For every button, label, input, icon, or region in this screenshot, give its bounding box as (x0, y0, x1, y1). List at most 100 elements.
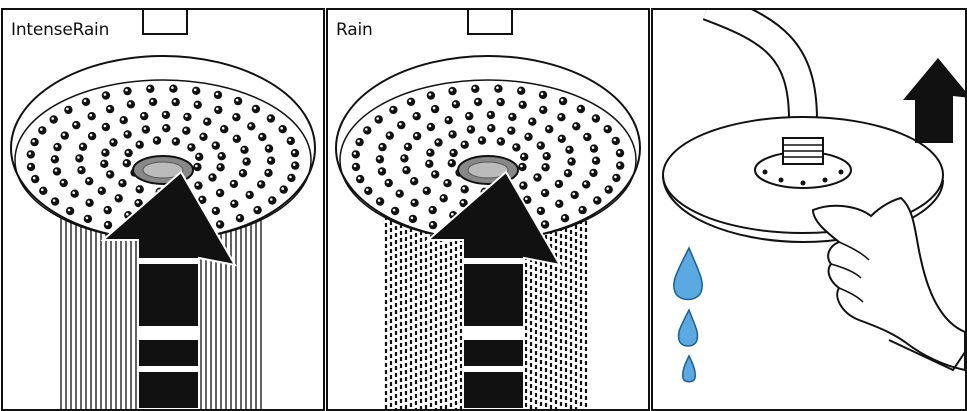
nozzle (487, 111, 495, 119)
nozzle (252, 105, 260, 113)
nozzle (193, 163, 201, 171)
nozzle (539, 106, 547, 114)
nozzle (51, 197, 59, 205)
nozzle (461, 141, 469, 149)
nozzle (172, 98, 180, 106)
nozzle (425, 160, 433, 168)
nozzle (212, 141, 220, 149)
water-drop-icon (683, 356, 696, 382)
nozzle (85, 199, 93, 207)
nozzle (413, 112, 421, 120)
nozzle (64, 106, 72, 114)
nozzle (66, 207, 74, 215)
nozzle (474, 98, 482, 106)
panel-label-rain: Rain (334, 20, 375, 40)
nozzle (98, 187, 106, 195)
nozzle (203, 118, 211, 126)
nozzle (104, 206, 112, 214)
nozzle (101, 149, 109, 157)
nozzle (572, 122, 580, 130)
nozzle (257, 180, 265, 188)
nozzle (533, 173, 541, 181)
nozzle (400, 154, 408, 162)
nozzle (258, 133, 266, 141)
nozzle (142, 125, 150, 133)
nozzle (230, 200, 238, 208)
nozzle (253, 206, 261, 214)
remove-head-illustration (653, 10, 965, 409)
nozzle (199, 133, 207, 141)
nozzle (559, 97, 567, 105)
nozzle (364, 187, 372, 195)
nozzle (539, 91, 547, 99)
nozzle (240, 146, 248, 154)
nozzle (268, 196, 276, 204)
nozzle (50, 115, 58, 123)
nozzle (524, 133, 532, 141)
nozzle (616, 149, 624, 157)
nozzle (127, 100, 135, 108)
nozzle (363, 126, 371, 134)
nozzle (497, 98, 505, 106)
nozzle (429, 206, 437, 214)
nozzle (146, 85, 154, 93)
nozzle (592, 114, 600, 122)
nozzle (214, 106, 222, 114)
nozzle (555, 200, 563, 208)
nozzle (287, 174, 295, 182)
nozzle (385, 179, 393, 187)
nozzle (236, 214, 244, 222)
nozzle (53, 143, 61, 151)
nozzle (208, 173, 216, 181)
nozzle (88, 132, 96, 140)
nozzle (100, 160, 108, 168)
nozzle (507, 127, 515, 135)
nozzle (51, 155, 59, 163)
nozzle (409, 215, 417, 223)
nozzle (578, 206, 586, 214)
nozzle (471, 85, 479, 93)
nozzle (233, 135, 241, 143)
nozzle (404, 143, 412, 151)
nozzle (216, 220, 224, 228)
nozzle (517, 87, 525, 95)
nozzle (386, 131, 394, 139)
nozzle (567, 157, 575, 165)
nozzle (528, 118, 536, 126)
nozzle (519, 181, 527, 189)
nozzle (27, 150, 35, 158)
nozzle (616, 161, 624, 169)
nozzle (443, 179, 451, 187)
nozzle (512, 143, 520, 151)
nozzle (88, 112, 96, 120)
nozzle (230, 180, 238, 188)
nozzle (279, 125, 287, 133)
nozzle (123, 159, 131, 167)
nozzle (518, 163, 526, 171)
nozzle (232, 113, 240, 121)
nozzle (106, 170, 114, 178)
nozzle (571, 191, 579, 199)
nozzle (291, 161, 299, 169)
nozzle (218, 152, 226, 160)
nozzle (38, 126, 46, 134)
nozzle (234, 97, 242, 105)
nozzle (426, 149, 434, 157)
nozzle (520, 153, 528, 161)
nozzle (465, 112, 473, 120)
nozzle (429, 221, 437, 229)
nozzle (242, 157, 250, 165)
nozzle (545, 125, 553, 133)
nozzle (391, 207, 399, 215)
nozzle (541, 220, 549, 228)
nozzle (220, 125, 228, 133)
nozzle (53, 167, 61, 175)
water-drop-icon (674, 248, 702, 300)
nozzle (440, 194, 448, 202)
nozzle (118, 179, 126, 187)
nozzle (115, 194, 123, 202)
nozzle (140, 112, 148, 120)
nozzle (467, 125, 475, 133)
nozzle (593, 196, 601, 204)
